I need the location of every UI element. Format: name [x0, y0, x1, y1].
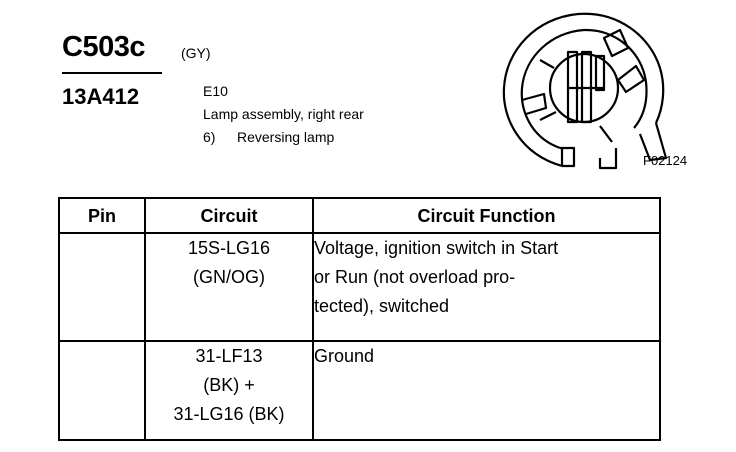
figure-code: F02124 [643, 153, 688, 168]
function-line: or Run (not overload pro- [314, 267, 516, 287]
column-header-circuit: Circuit [144, 197, 314, 234]
title-rule [62, 72, 162, 74]
function-cell: Voltage, ignition switch in Start or Run… [312, 232, 661, 342]
table-row: 31-LF13 (BK) + 31-LG16 (BK) Ground [58, 340, 661, 441]
pinout-table: Pin Circuit Circuit Function 15S-LG16 (G… [58, 197, 661, 441]
location-code: E10 [203, 83, 228, 99]
function-line: tected), switched [314, 296, 450, 316]
pin-cell [58, 340, 146, 441]
circuit-cell: 15S-LG16 (GN/OG) [144, 232, 314, 342]
function-line: Voltage, ignition switch in Start [314, 238, 559, 258]
circuit-line: 31-LG16 (BK) [173, 404, 285, 424]
circuit-line: (BK) + [203, 375, 255, 395]
function-line: Ground [314, 346, 375, 366]
table-row: 15S-LG16 (GN/OG) Voltage, ignition switc… [58, 232, 661, 342]
function-cell: Ground [312, 340, 661, 441]
pin-cell [58, 232, 146, 342]
component-description: Lamp assembly, right rear [203, 106, 364, 122]
reference-number: 6) [203, 129, 216, 145]
reference-text: Reversing lamp [237, 129, 335, 145]
column-header-circuit-function: Circuit Function [312, 197, 661, 234]
connector-face-diagram [502, 12, 668, 170]
color-code: (GY) [181, 45, 211, 61]
connector-id: C503c [62, 31, 145, 63]
circuit-line: 31-LF13 [195, 346, 263, 366]
circuit-line: 15S-LG16 [187, 238, 271, 258]
circuit-cell: 31-LF13 (BK) + 31-LG16 (BK) [144, 340, 314, 441]
table-header-row: Pin Circuit Circuit Function [58, 197, 661, 234]
circuit-line: (GN/OG) [193, 267, 265, 287]
column-header-pin: Pin [58, 197, 146, 234]
part-number: 13A412 [62, 84, 140, 109]
